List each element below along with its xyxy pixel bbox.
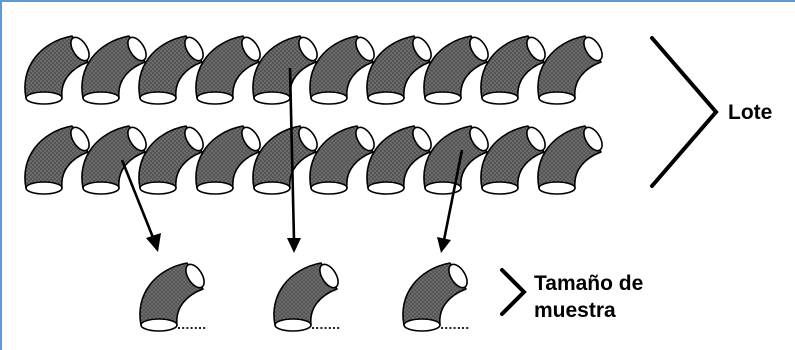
sample-label-line-1: Tamaño de — [534, 272, 643, 295]
elbow-pipe-icon — [538, 34, 606, 104]
elbow-pipe-icon — [140, 261, 208, 331]
arrow-head — [287, 238, 301, 253]
lot-row-2 — [25, 124, 606, 194]
lot-row-1 — [25, 34, 606, 104]
sample-group — [140, 261, 471, 331]
elbow-pipe-icon — [538, 124, 606, 194]
sample-label-line-2: muestra — [534, 299, 616, 322]
elbow-pipe-icon — [274, 261, 342, 331]
lot-bracket — [652, 38, 716, 186]
sample-bracket — [502, 270, 524, 314]
arrow-head — [437, 237, 451, 253]
elbow-pipe-icon — [403, 261, 471, 331]
arrow-head — [146, 233, 161, 252]
lot-label: Lote — [728, 101, 772, 124]
